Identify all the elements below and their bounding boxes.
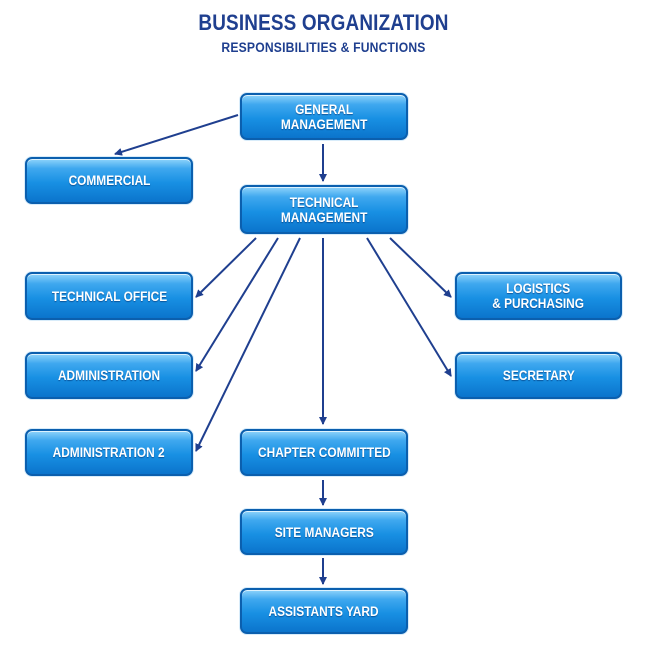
arrow-general-to-commercial bbox=[114, 114, 239, 156]
node-label: ADMINISTRATION bbox=[57, 368, 161, 383]
node-secretary[interactable]: SECRETARY bbox=[455, 352, 622, 399]
node-chapter-committed[interactable]: CHAPTER COMMITTED bbox=[240, 429, 408, 476]
page-subtitle: RESPONSIBILITIES & FUNCTIONS bbox=[221, 40, 426, 55]
arrow-technical-to-logistics bbox=[389, 237, 452, 298]
node-site-managers[interactable]: SITE MANAGERS bbox=[240, 509, 408, 555]
arrow-technical-to-technical-office bbox=[195, 237, 257, 298]
node-label: CHAPTER COMMITTED bbox=[257, 445, 391, 460]
arrow-technical-to-secretary bbox=[366, 237, 452, 377]
node-assistants-yard[interactable]: ASSISTANTS YARD bbox=[240, 588, 408, 634]
arrow-technical-to-administration-2 bbox=[195, 237, 301, 452]
node-technical-office[interactable]: TECHNICAL OFFICE bbox=[25, 272, 193, 320]
page-title: BUSINESS ORGANIZATION bbox=[198, 10, 449, 35]
node-label: SITE MANAGERS bbox=[274, 524, 374, 540]
node-technical-management[interactable]: TECHNICAL MANAGEMENT bbox=[240, 185, 408, 234]
node-label: TECHNICAL OFFICE bbox=[51, 288, 167, 304]
node-label: ASSISTANTS YARD bbox=[268, 603, 380, 619]
node-general-management[interactable]: GENERAL MANAGEMENT bbox=[240, 93, 408, 140]
node-label: LOGISTICS & PURCHASING bbox=[492, 281, 585, 311]
node-label: COMMERCIAL bbox=[68, 173, 150, 188]
node-logistics-purchasing[interactable]: LOGISTICS & PURCHASING bbox=[455, 272, 622, 320]
node-label: GENERAL MANAGEMENT bbox=[280, 101, 368, 132]
node-label: ADMINISTRATION 2 bbox=[53, 445, 165, 460]
node-label: SECRETARY bbox=[502, 368, 575, 383]
node-commercial[interactable]: COMMERCIAL bbox=[25, 157, 193, 204]
arrow-technical-to-administration bbox=[195, 237, 279, 372]
node-administration-2[interactable]: ADMINISTRATION 2 bbox=[25, 429, 193, 476]
node-label: TECHNICAL MANAGEMENT bbox=[280, 194, 368, 225]
node-administration[interactable]: ADMINISTRATION bbox=[25, 352, 193, 399]
